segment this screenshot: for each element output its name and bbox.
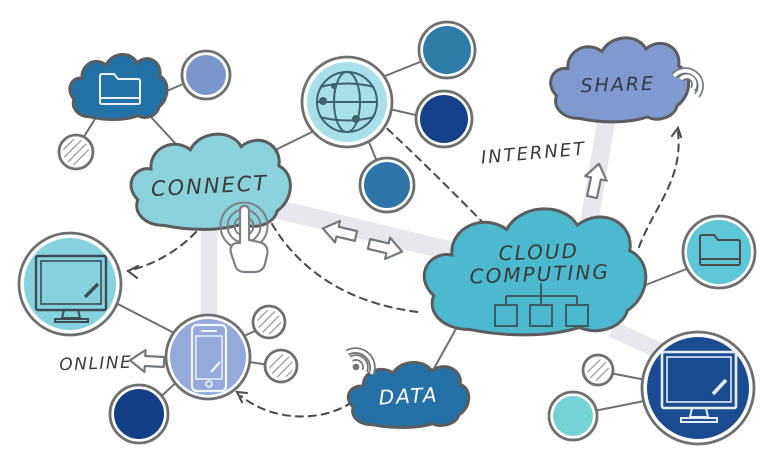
blue-circle-mid: [358, 156, 416, 214]
cloud-computing-label-line1: CLOUD: [498, 239, 579, 266]
online-label: ONLINE: [59, 353, 133, 376]
internet-label: INTERNET: [480, 138, 587, 168]
sitemap-icon: [494, 283, 589, 327]
dashed-connect-monitor: [130, 230, 198, 272]
dashed-computing-share: [637, 130, 680, 249]
data-label: DATA: [378, 382, 439, 409]
hatched-circle: [251, 304, 287, 340]
navy-circle-bottom-left: [108, 383, 170, 445]
node-circles: [17, 20, 757, 446]
dashed-arrowhead-monitor: [126, 264, 140, 280]
tap-gesture-icon: [219, 201, 269, 274]
dashed-data-phone: [239, 394, 354, 418]
folder-icon: [699, 234, 741, 266]
monitor-icon: [660, 350, 738, 423]
folder-icon: [99, 73, 141, 105]
wifi-icon: [345, 347, 376, 376]
hatched-circle: [57, 133, 95, 171]
hatched-circle: [581, 353, 615, 387]
dashed-links: [126, 118, 683, 418]
monitor-icon: [34, 254, 108, 323]
dashed-arrowhead-share: [670, 125, 683, 139]
smartphone-icon: [190, 323, 228, 393]
share-label: SHARE: [580, 73, 655, 98]
navy-monitor-circle: [640, 330, 756, 446]
folder-cloud: [68, 52, 169, 122]
dashed-arrowhead-phone: [235, 390, 249, 404]
blue-circle-top: [417, 20, 477, 80]
hatched-circle: [263, 348, 299, 384]
teal-circle: [547, 390, 599, 442]
folder-circle: [681, 214, 757, 290]
band-connect-computing: [261, 196, 483, 268]
arrow-icon-online: [128, 348, 166, 375]
navy-circle-top: [414, 89, 474, 149]
globe-icon: [316, 71, 378, 133]
dashed-connect-computing: [270, 222, 420, 314]
cloud-computing-label-line2: COMPUTING: [469, 260, 610, 289]
steel-circle: [180, 49, 232, 101]
wifi-icon: [671, 67, 704, 98]
